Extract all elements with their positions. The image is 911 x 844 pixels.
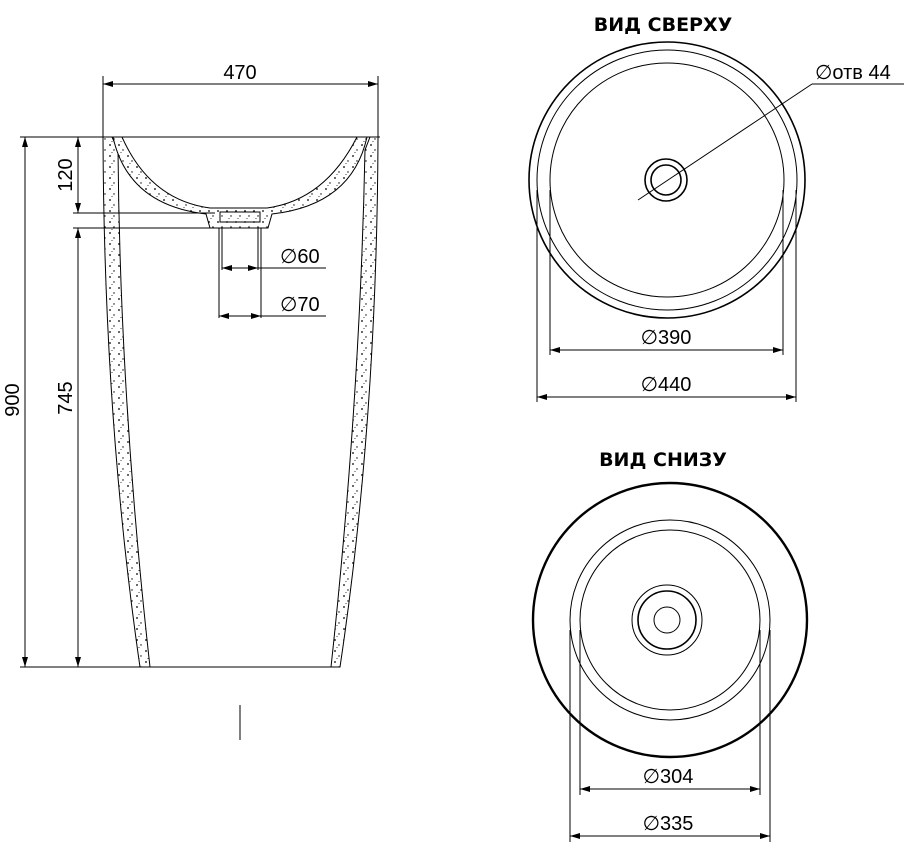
hole-label: ∅отв 44 bbox=[815, 62, 891, 84]
drain-inner-circle bbox=[653, 606, 681, 634]
drain-middle-circle bbox=[637, 590, 697, 650]
top-view-title: ВИД СВЕРХУ bbox=[594, 14, 733, 36]
bowl-circle bbox=[549, 62, 785, 298]
drain-hole-outer bbox=[644, 158, 688, 202]
bottom-view: ВИД СНИЗУ ∅304 ∅335 bbox=[531, 449, 809, 842]
top-view: ВИД СВЕРХУ ∅отв 44 ∅390 ∅440 bbox=[528, 14, 904, 402]
bowl-diameter-label: ∅390 bbox=[641, 327, 692, 349]
base-circle-335 bbox=[569, 519, 771, 721]
bottom-view-title: ВИД СНИЗУ bbox=[599, 449, 727, 471]
rim-outer-circle bbox=[528, 41, 806, 319]
bowl-depth-label: 120 bbox=[55, 158, 77, 191]
drain-inner-label: ∅60 bbox=[280, 246, 320, 268]
rim-diameter-label: ∅440 bbox=[641, 374, 692, 396]
drain-outer-circle bbox=[631, 584, 703, 656]
base-304-label: ∅304 bbox=[643, 766, 694, 788]
drain-hole-inner bbox=[650, 164, 682, 196]
pedestal-height-label: 745 bbox=[55, 381, 77, 414]
base-335-label: ∅335 bbox=[643, 813, 694, 835]
width-label: 470 bbox=[223, 62, 256, 84]
side-view: 470 900 120 745 ∅60 ∅70 bbox=[2, 62, 380, 740]
right-wall bbox=[330, 136, 379, 668]
hole-leader bbox=[637, 83, 813, 201]
rim-inner-circle bbox=[536, 49, 798, 311]
left-wall bbox=[102, 136, 151, 668]
total-height-label: 900 bbox=[2, 383, 24, 416]
drain-outer-label: ∅70 bbox=[280, 294, 320, 316]
base-circle-304 bbox=[579, 529, 761, 711]
base-outer-circle bbox=[531, 481, 809, 759]
drain-flange bbox=[219, 211, 261, 223]
bowl-shell bbox=[112, 136, 368, 229]
